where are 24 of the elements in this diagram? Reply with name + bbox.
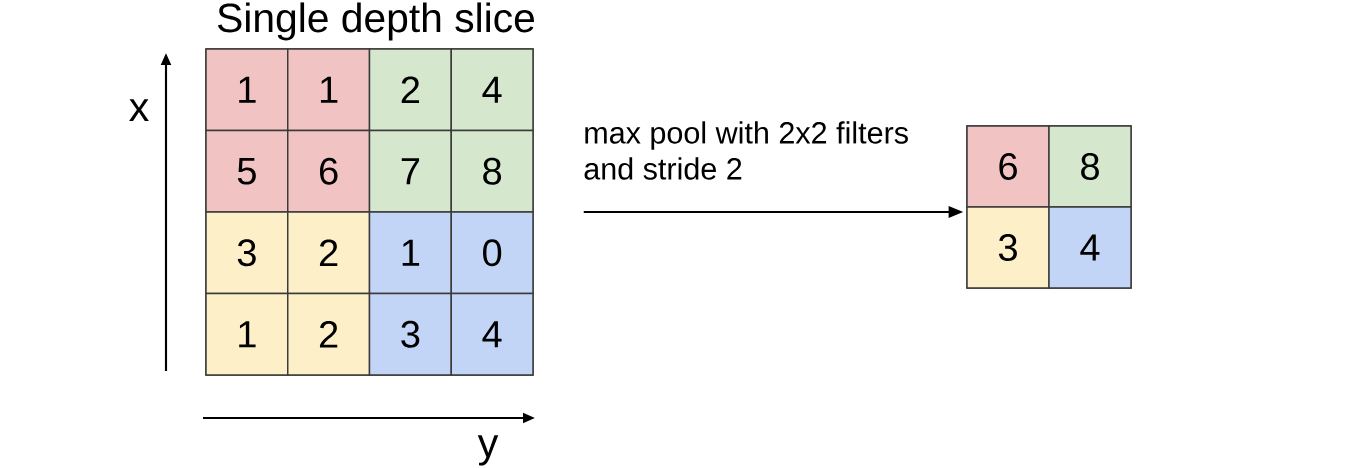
number-cell: 3 [368, 292, 452, 376]
number-cell: 1 [368, 211, 452, 295]
number-cell: 2 [287, 211, 371, 295]
axis-label: y [477, 435, 499, 466]
number-cell: 4 [1048, 206, 1132, 289]
number-cell: 5 [205, 129, 289, 213]
number-cell: 2 [368, 48, 452, 132]
edge-label: max pool with 2x2 filters and stride 2 [584, 121, 908, 180]
axis-label: x [129, 99, 149, 121]
number-cell: 2 [287, 292, 371, 376]
number-cell: 6 [966, 125, 1050, 208]
number-cell: 8 [1048, 125, 1132, 208]
number-cell: 1 [205, 292, 289, 376]
number-cell: 4 [450, 48, 534, 132]
grid-title: Single depth slice [217, 2, 534, 41]
number-cell: 8 [450, 129, 534, 213]
number-cell: 4 [450, 292, 534, 376]
number-cell: 1 [287, 48, 371, 132]
number-cell: 7 [368, 129, 452, 213]
number-cell: 3 [966, 206, 1050, 289]
number-cell: 3 [205, 211, 289, 295]
number-cell: 0 [450, 211, 534, 295]
number-cell: 6 [287, 129, 371, 213]
number-cell: 1 [205, 48, 289, 132]
